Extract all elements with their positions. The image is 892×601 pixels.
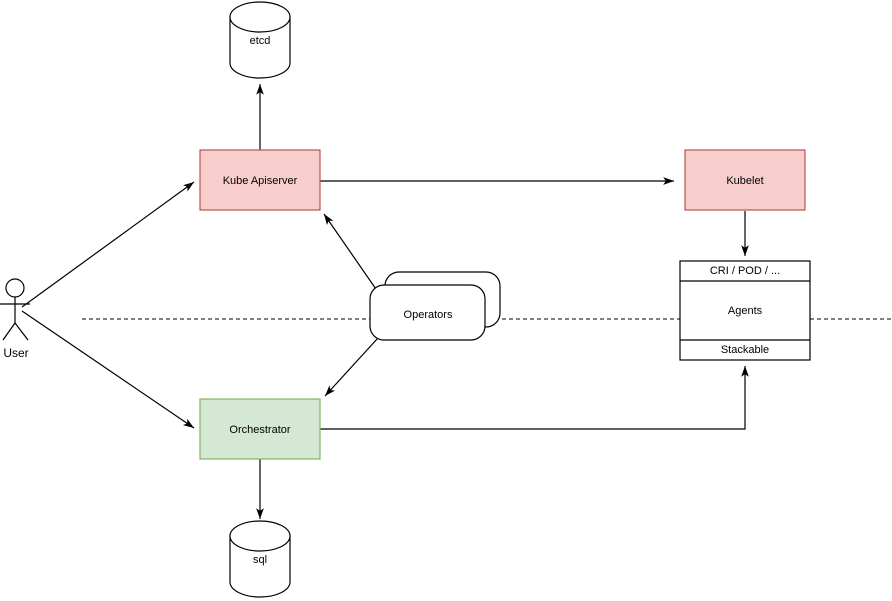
node-sql[interactable]: sql	[229, 520, 291, 598]
agents-box	[679, 260, 811, 361]
node-kubelet[interactable]: Kubelet	[684, 149, 806, 211]
user-head-icon	[5, 278, 25, 298]
user-label: User	[3, 346, 28, 360]
etcd-label: etcd	[250, 35, 271, 47]
sql-cylinder-body	[229, 535, 291, 598]
agents-footer-label: Stackable	[721, 344, 769, 356]
kube-apiserver-label: Kube Apiserver	[223, 175, 298, 187]
sql-cylinder-top	[229, 520, 291, 552]
kube-apiserver-box	[199, 149, 321, 211]
user-right-leg-line	[14, 322, 29, 341]
edge-operators-to-kube-apiserver	[323, 213, 379, 293]
node-user-actor[interactable]: User	[0, 278, 30, 360]
edge-orchestrator-to-agents	[320, 366, 749, 430]
agents-body-label: Agents	[728, 305, 763, 317]
kubelet-label: Kubelet	[726, 175, 763, 187]
user-left-leg-line	[2, 322, 16, 341]
orchestrator-label: Orchestrator	[229, 424, 290, 436]
node-operators[interactable]: Operators	[369, 271, 501, 341]
edge-user-to-kube-apiserver	[21, 181, 195, 308]
kubelet-box	[684, 149, 806, 211]
agents-header-label: CRI / POD / ...	[710, 265, 780, 277]
orchestrator-box	[199, 398, 321, 460]
etcd-cylinder-body	[229, 16, 291, 79]
sql-label: sql	[253, 554, 267, 566]
node-etcd[interactable]: etcd	[229, 1, 291, 79]
operators-front-card	[369, 284, 486, 341]
etcd-cylinder-top	[229, 1, 291, 33]
edge-user-to-orchestrator	[21, 310, 195, 429]
node-agents[interactable]: CRI / POD / ... Agents Stackable	[679, 260, 811, 361]
node-kube-apiserver[interactable]: Kube Apiserver	[199, 149, 321, 211]
node-orchestrator[interactable]: Orchestrator	[199, 398, 321, 460]
edge-operators-to-orchestrator	[324, 337, 379, 397]
operators-label: Operators	[404, 309, 453, 321]
